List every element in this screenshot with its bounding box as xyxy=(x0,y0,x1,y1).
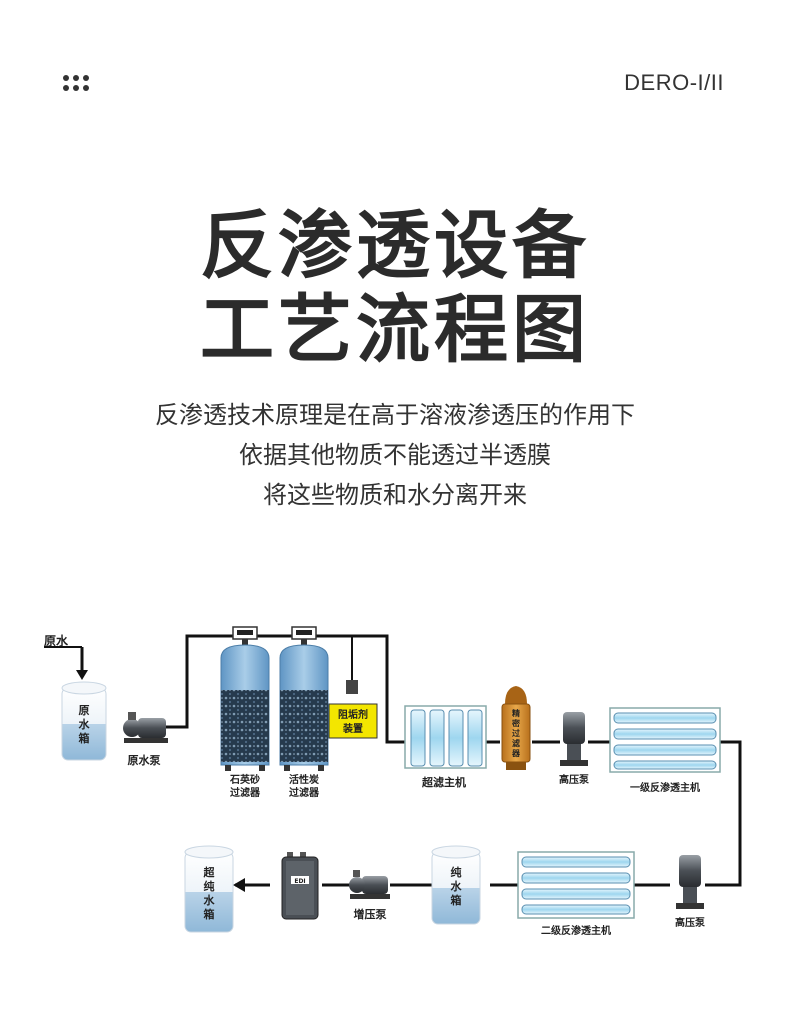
flow-arrows xyxy=(76,670,245,892)
description-line-2: 依据其他物质不能透过半透膜 xyxy=(239,441,551,469)
precision-filter-char-5: 器 xyxy=(511,749,521,758)
raw-water-tank: 原 水 箱 xyxy=(61,681,107,761)
ro-stage-2-unit: 二级反渗透主机 xyxy=(517,851,635,937)
antiscalant-label-1: 阻垢剂 xyxy=(338,708,368,721)
sand-filter-label-1: 石英砂 xyxy=(229,773,260,786)
pure-water-tank-char-2: 水 xyxy=(451,879,463,893)
ro-stage-1-unit: 一级反渗透主机 xyxy=(609,707,721,794)
ultra-pure-tank-char-3: 水 xyxy=(204,893,216,907)
booster-pump: 增压泵 xyxy=(349,870,390,921)
pure-water-tank-char-1: 纯 xyxy=(451,865,462,879)
precision-filter-char-4: 滤 xyxy=(512,738,520,748)
process-flow-diagram: 原水 原 水 箱 原水泵 石英砂 过滤器 活性炭 过滤器 xyxy=(44,626,742,937)
ro2-unit-label: 二级反渗透主机 xyxy=(541,924,611,937)
quartz-sand-filter: 石英砂 过滤器 xyxy=(220,626,270,799)
grid-dots-icon[interactable] xyxy=(62,74,90,92)
antiscalant-dosing-unit: 阻垢剂 装置 xyxy=(328,636,378,739)
high-pressure-pump-2: 高压泵 xyxy=(675,855,706,929)
ultra-pure-water-tank: 超 纯 水 箱 xyxy=(184,845,234,933)
raw-water-tank-char-3: 箱 xyxy=(79,731,90,745)
raw-water-tank-char-1: 原 xyxy=(79,704,90,717)
raw-water-tank-char-2: 水 xyxy=(79,717,91,731)
antiscalant-label-2: 装置 xyxy=(342,722,363,735)
ro1-unit-label: 一级反渗透主机 xyxy=(630,781,700,794)
page-title-line-2: 工艺流程图 xyxy=(200,287,590,373)
pure-water-tank: 纯 水 箱 xyxy=(431,845,481,925)
hp-pump-1-label: 高压泵 xyxy=(559,773,590,786)
uf-unit-label: 超滤主机 xyxy=(421,775,466,789)
ultra-pure-tank-char-4: 箱 xyxy=(204,907,215,921)
brand-label: DERO-I/II xyxy=(624,70,724,95)
ultra-pure-tank-char-1: 超 xyxy=(203,865,216,879)
sand-filter-label-2: 过滤器 xyxy=(230,786,261,799)
ultra-pure-tank-char-2: 纯 xyxy=(204,879,215,893)
precision-filter-char-2: 密 xyxy=(511,718,520,728)
activated-carbon-filter: 活性炭 过滤器 xyxy=(279,626,329,799)
raw-water-pump: 原水泵 xyxy=(123,712,168,767)
ultrafiltration-unit: 超滤主机 xyxy=(404,705,487,789)
raw-water-pump-label: 原水泵 xyxy=(128,753,161,767)
pure-water-tank-char-3: 箱 xyxy=(451,893,462,907)
page-title-line-1: 反渗透设备 xyxy=(200,203,590,289)
precision-filter: 精 密 过 滤 器 xyxy=(501,686,531,770)
description-line-3: 将这些物质和水分离开来 xyxy=(263,481,527,509)
hp-pump-2-label: 高压泵 xyxy=(675,916,706,929)
booster-pump-label: 增压泵 xyxy=(354,907,387,921)
edi-badge: EDI xyxy=(294,878,305,885)
carbon-filter-label-1: 活性炭 xyxy=(289,773,319,786)
edi-module: EDI xyxy=(281,852,319,920)
description-line-1: 反渗透技术原理是在高于溶液渗透压的作用下 xyxy=(155,401,635,429)
high-pressure-pump-1: 高压泵 xyxy=(559,712,590,786)
precision-filter-char-1: 精 xyxy=(512,708,520,718)
carbon-filter-label-2: 过滤器 xyxy=(289,786,320,799)
precision-filter-char-3: 过 xyxy=(512,728,520,738)
raw-water-inlet-label: 原水 xyxy=(44,633,69,648)
